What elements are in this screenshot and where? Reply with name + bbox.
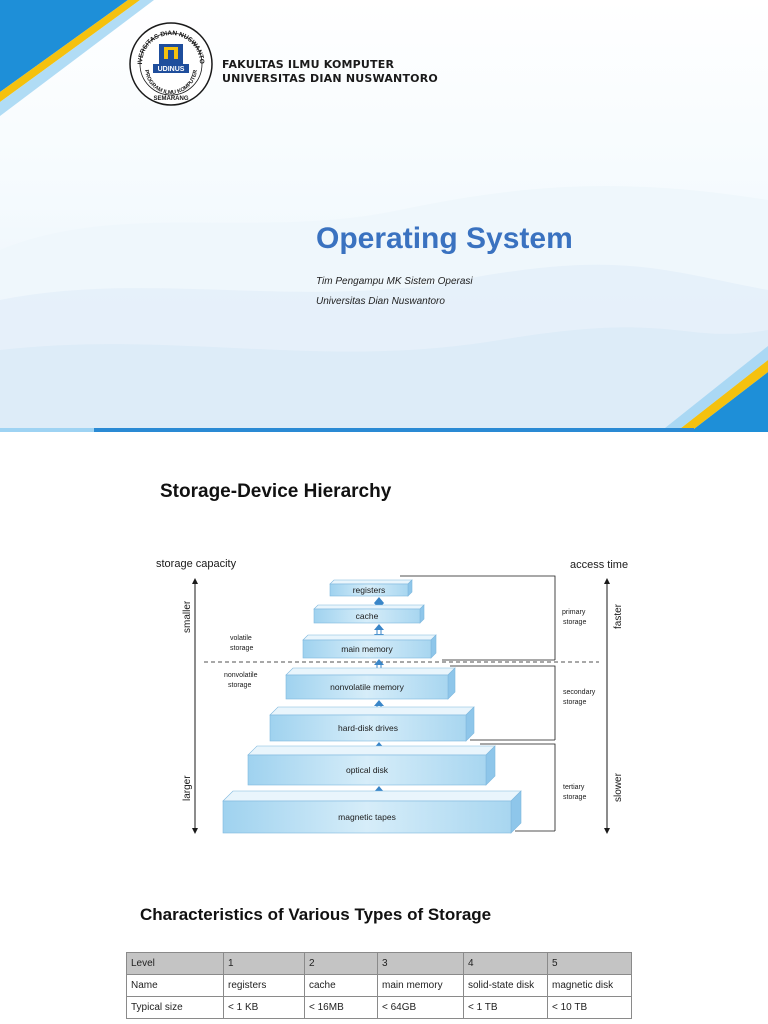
table-cell: < 1 TB <box>463 996 548 1019</box>
level-box-3: main memory <box>302 634 437 659</box>
axis-label-access: access time <box>570 559 628 571</box>
table-cell: < 1 KB <box>223 996 305 1019</box>
svg-text:UDINUS: UDINUS <box>158 66 185 73</box>
slide-background <box>0 0 768 432</box>
level-box-5: hard-disk drives <box>269 706 475 742</box>
presentation-title: Operating System <box>316 222 573 255</box>
tertiary-label-2: storage <box>563 794 586 801</box>
table-cell: 3 <box>377 952 464 975</box>
storage-group-brackets <box>400 575 556 832</box>
table-cell: 1 <box>223 952 305 975</box>
level-label: main memory <box>341 644 393 654</box>
secondary-label-1: secondary <box>563 689 596 696</box>
level-label: nonvolatile memory <box>330 682 404 692</box>
table-row-header: Name <box>126 974 224 997</box>
tertiary-label-1: tertiary <box>563 784 585 791</box>
table-cell: cache <box>304 974 378 997</box>
table-row-header: Level <box>126 952 224 975</box>
table-cell: 5 <box>547 952 632 975</box>
level-boxes: registers cache main memory nonvolatile mem… <box>222 579 522 834</box>
table-cell: main memory <box>377 974 464 997</box>
level-box-1: registers <box>329 579 413 597</box>
faculty-name: FAKULTAS ILMU KOMPUTER <box>222 58 395 71</box>
primary-label-2: storage <box>563 619 586 626</box>
label-slower: slower <box>613 772 624 802</box>
slide-title-hierarchy: Storage-Device Hierarchy <box>160 481 392 502</box>
level-box-4: nonvolatile memory <box>285 667 456 700</box>
corner-stripe-lightblue-br <box>660 346 768 432</box>
axis-label-capacity: storage capacity <box>156 558 237 570</box>
table-cell: < 10 TB <box>547 996 632 1019</box>
secondary-label-2: storage <box>563 699 586 706</box>
title-slide: UNIVERSITAS DIAN NUSWANTORO PROGRAM ILMU… <box>0 0 768 432</box>
table-row-header: Typical size <box>126 996 224 1019</box>
label-larger: larger <box>182 775 193 801</box>
level-label: registers <box>353 585 386 595</box>
university-name: UNIVERSITAS DIAN NUSWANTORO <box>222 72 438 85</box>
primary-label-1: primary <box>562 609 586 616</box>
level-box-7: magnetic tapes <box>222 790 522 834</box>
nonvolatile-label-1: nonvolatile <box>224 672 258 679</box>
label-smaller: smaller <box>182 600 193 633</box>
content-slide: Storage-Device Hierarchy storage capacit… <box>0 433 768 1024</box>
table-cell: 4 <box>463 952 548 975</box>
level-label: optical disk <box>346 765 389 775</box>
corner-stripe-lightblue <box>0 0 154 116</box>
nonvolatile-label-2: storage <box>228 682 251 689</box>
table-cell: < 16MB <box>304 996 378 1019</box>
table-cell: 2 <box>304 952 378 975</box>
level-label: magnetic tapes <box>338 812 396 822</box>
level-box-6: optical disk <box>247 745 496 786</box>
level-label: hard-disk drives <box>338 723 398 733</box>
level-box-2: cache <box>313 604 425 624</box>
table-row: Typical size< 1 KB< 16MB< 64GB< 1 TB< 10… <box>126 996 632 1019</box>
bottom-rule-light <box>0 428 94 432</box>
table-cell: magnetic disk <box>547 974 632 997</box>
bottom-rule <box>94 428 694 432</box>
university-logo: UNIVERSITAS DIAN NUSWANTORO PROGRAM ILMU… <box>129 22 213 106</box>
table-title: Characteristics of Various Types of Stor… <box>140 905 492 924</box>
volatile-label-1: volatile <box>230 635 252 642</box>
table-cell: solid-state disk <box>463 974 548 997</box>
storage-hierarchy-diagram: storage capacity access time smaller lar… <box>156 558 628 834</box>
table-cell: registers <box>223 974 305 997</box>
volatile-label-2: storage <box>230 645 253 652</box>
subtitle-team: Tim Pengampu MK Sistem Operasi <box>316 276 473 287</box>
label-faster: faster <box>613 603 624 629</box>
subtitle-university: Universitas Dian Nuswantoro <box>316 296 445 307</box>
level-label: cache <box>356 611 379 621</box>
table-cell: < 64GB <box>377 996 464 1019</box>
svg-text:SEMARANG: SEMARANG <box>153 96 188 102</box>
